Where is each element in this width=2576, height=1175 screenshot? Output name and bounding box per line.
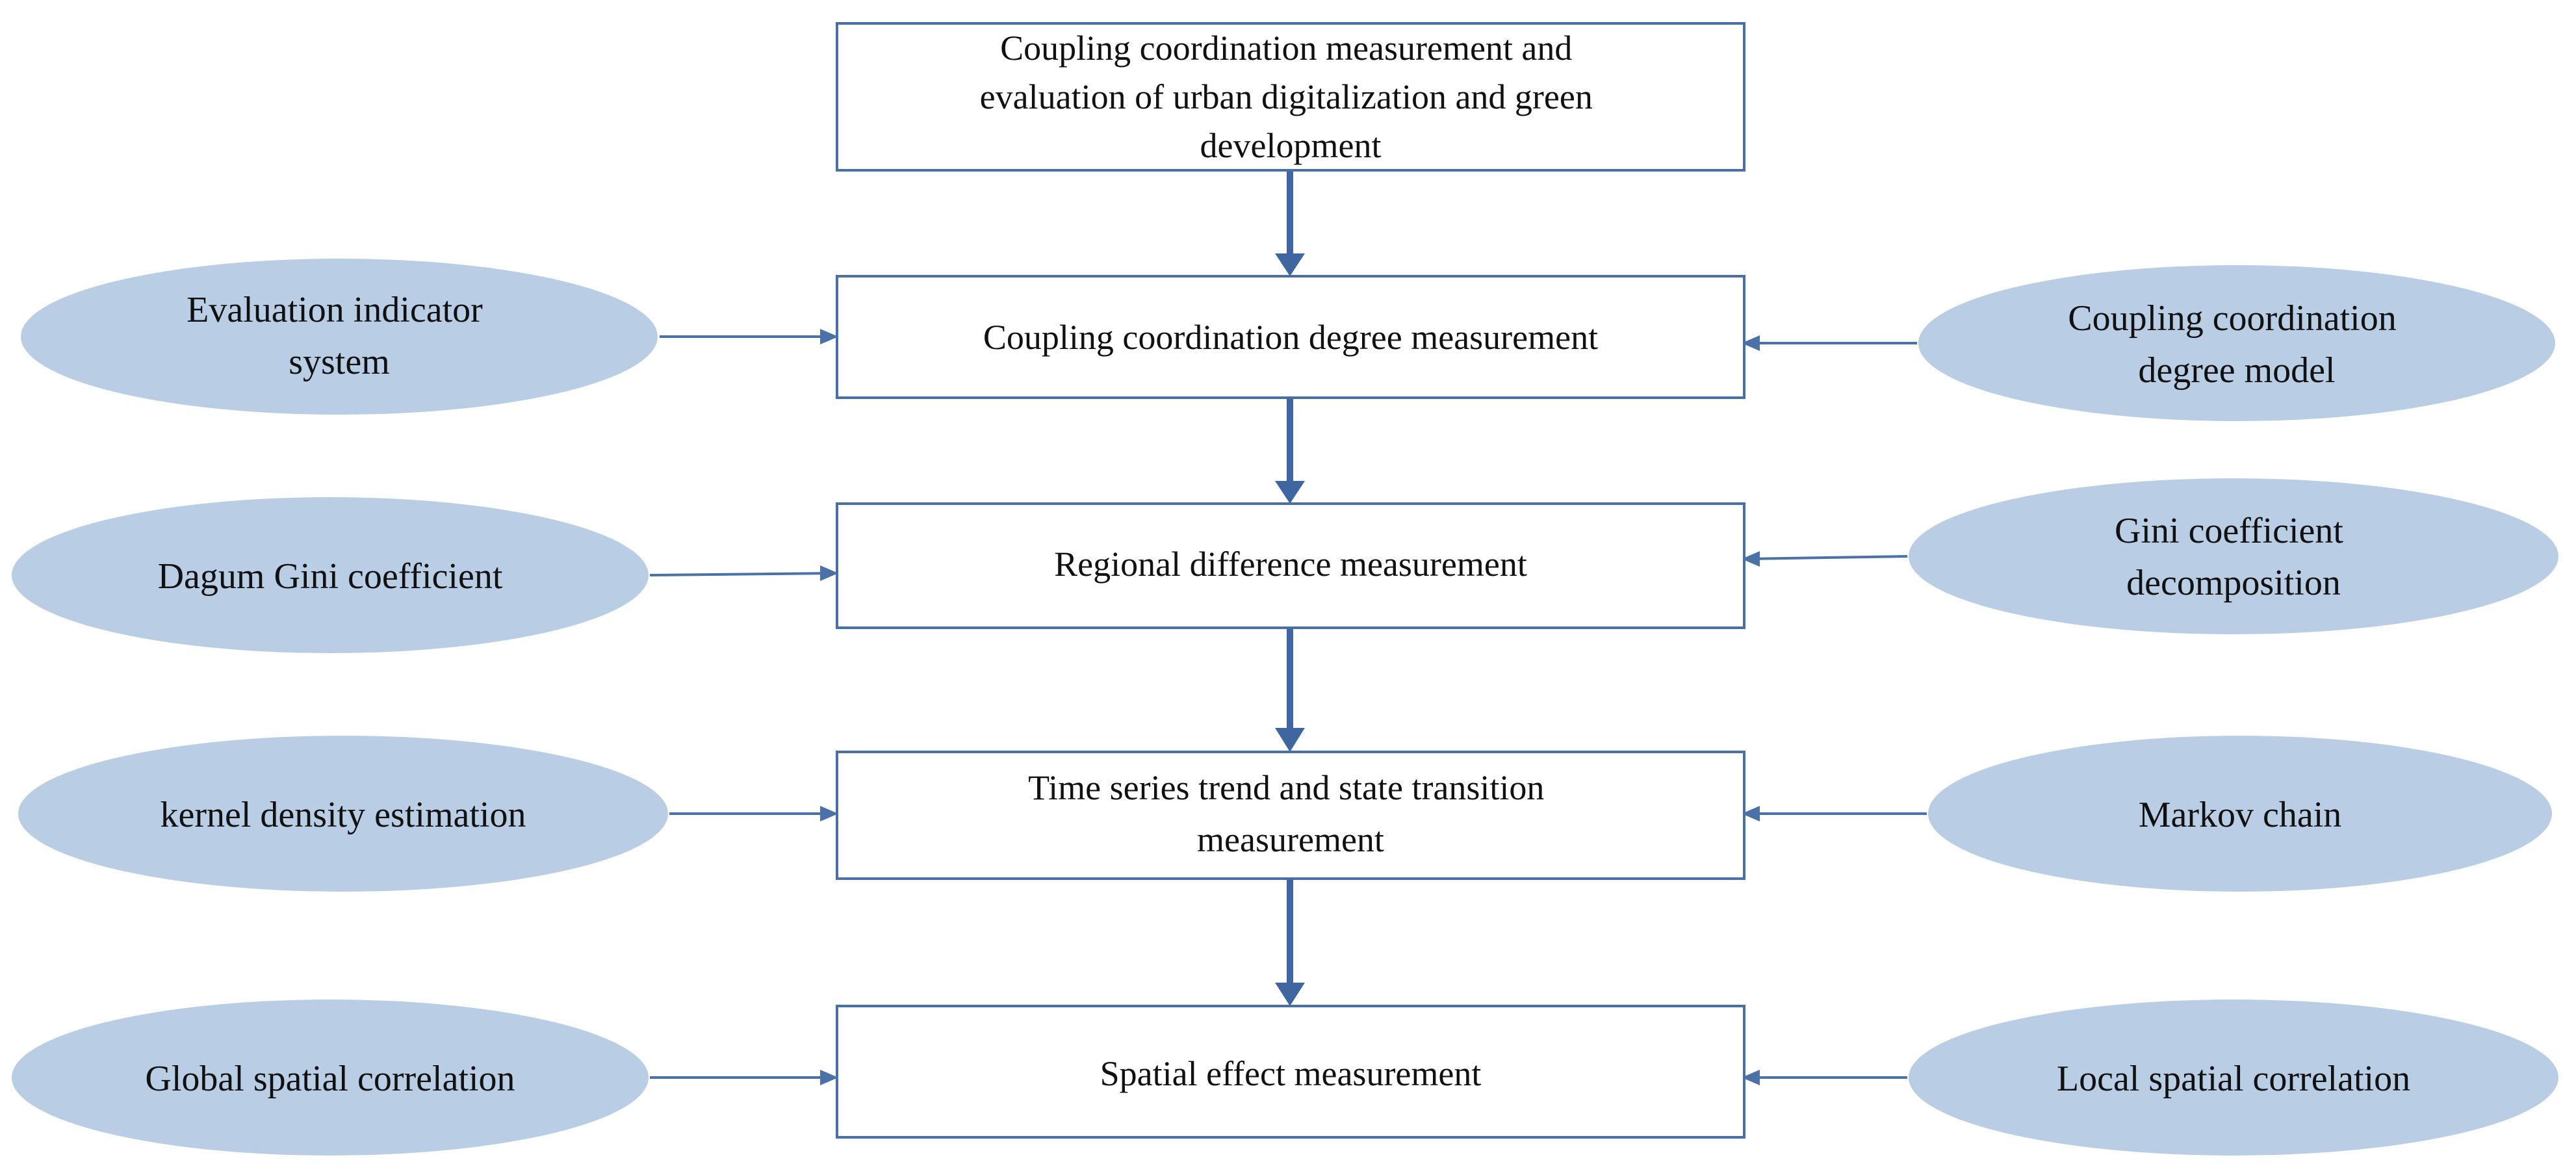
arrowhead-timeseries-to-spatial — [1275, 983, 1305, 1006]
arrowhead-kernel-to-timeseries — [820, 806, 838, 821]
svg-text:Spatial effect measurement: Spatial effect measurement — [1100, 1054, 1482, 1093]
svg-text:Regional difference measuremen: Regional difference measurement — [1054, 545, 1527, 584]
oval-dagum-line-1: Dagum Gini coefficient — [158, 556, 503, 597]
arrowhead-regional-to-timeseries — [1275, 728, 1305, 752]
oval-gini-decomp: Gini coefficient decomposition — [1909, 478, 2558, 634]
svg-text:Gini coefficient decompo: Gini coefficient decomposition — [2115, 511, 2352, 603]
oval-global-line-1: Global spatial correlation — [145, 1059, 515, 1099]
oval-markov-line-1: Markov chain — [2139, 795, 2342, 835]
arrow-dagum-to-regional — [649, 572, 832, 576]
arrowhead-main-to-ccd — [1275, 253, 1305, 276]
arrowhead-ginidecomp-to-regional — [1742, 551, 1760, 567]
oval-ccd-model: Coupling coordination degree model — [1918, 265, 2555, 421]
box-timeseries-frame — [836, 751, 1745, 880]
oval-ccd-model-line-1: Coupling coordination — [2068, 298, 2397, 339]
svg-text:Dagum Gini coefficient: Dagum Gini coefficient — [158, 556, 503, 597]
svg-text:Markov chain: Markov chain — [2139, 795, 2342, 835]
oval-local: Local spatial correlation — [1909, 1000, 2558, 1156]
arrowhead-markov-to-timeseries — [1742, 806, 1760, 821]
box-main-line-1: Coupling coordination measurement and — [1000, 29, 1572, 68]
oval-evaluation-line-2: system — [289, 342, 390, 382]
box-main-frame — [836, 22, 1745, 172]
arrowhead-evaluation-to-ccd — [820, 329, 838, 344]
box-regional-line-1: Regional difference measurement — [1054, 545, 1527, 584]
box-spatial: Spatial effect measurement — [836, 1005, 1745, 1139]
svg-text:Coupling coordination degree m: Coupling coordination degree measurement — [983, 318, 1598, 357]
oval-local-line-1: Local spatial correlation — [2057, 1059, 2410, 1099]
box-timeseries-line-2: measurement — [1197, 820, 1384, 859]
oval-local-shape — [1909, 1000, 2558, 1156]
arrowhead-ccdmodel-to-ccd — [1742, 335, 1760, 351]
oval-gini-decomp-shape — [1909, 478, 2558, 634]
svg-text:kernel density estimation: kernel density estimation — [161, 795, 526, 835]
oval-markov: Markov chain — [1928, 736, 2552, 892]
oval-evaluation: Evaluation indicator system — [21, 259, 658, 415]
svg-text:Local spatial correlation: Local spatial correlation — [2057, 1059, 2410, 1099]
oval-dagum: Dagum Gini coefficient — [12, 497, 649, 653]
oval-global: Global spatial correlation — [12, 1000, 649, 1156]
arrow-ginidecomp-to-regional — [1747, 555, 1908, 560]
oval-evaluation-shape — [21, 259, 658, 415]
oval-kernel-shape — [18, 736, 668, 892]
box-regional: Regional difference measurement — [836, 502, 1745, 629]
box-spatial-line-1: Spatial effect measurement — [1100, 1054, 1482, 1093]
box-ccd-frame — [836, 275, 1745, 399]
box-ccd-line-1: Coupling coordination degree measurement — [983, 318, 1598, 357]
box-main: Coupling coordination measurement and ev… — [836, 22, 1745, 172]
svg-text:Time series trend and state tr: Time series trend and state transition m… — [1028, 768, 1553, 859]
oval-markov-shape — [1928, 736, 2552, 892]
oval-gini-decomp-line-2: decomposition — [2126, 563, 2341, 603]
arrowhead-dagum-to-regional — [820, 565, 838, 581]
oval-ccd-model-line-2: degree model — [2138, 350, 2335, 391]
box-ccd: Coupling coordination degree measurement — [836, 275, 1745, 399]
oval-kernel-line-1: kernel density estimation — [161, 795, 526, 835]
svg-text:Coupling coordination de: Coupling coordination degree model — [2068, 298, 2406, 391]
oval-dagum-shape — [12, 497, 649, 653]
horizontal-arrows — [649, 329, 1927, 1085]
box-timeseries: Time series trend and state transition m… — [836, 751, 1745, 880]
oval-kernel: kernel density estimation — [18, 736, 668, 892]
oval-gini-decomp-line-1: Gini coefficient — [2115, 511, 2343, 551]
box-regional-frame — [836, 502, 1745, 629]
svg-text:Coupling coordination measurem: Coupling coordination measurement and ev… — [980, 29, 1602, 165]
svg-text:Global spatial correlation: Global spatial correlation — [145, 1059, 515, 1099]
box-main-line-2: evaluation of urban digitalization and g… — [980, 77, 1593, 116]
oval-ccd-model-shape — [1918, 265, 2555, 421]
arrowhead-ccd-to-regional — [1275, 481, 1305, 504]
svg-text:Evaluation indicator sys: Evaluation indicator system — [187, 290, 492, 382]
oval-evaluation-line-1: Evaluation indicator — [187, 290, 483, 330]
oval-global-shape — [12, 1000, 649, 1156]
box-timeseries-line-1: Time series trend and state transition — [1028, 768, 1544, 807]
box-spatial-frame — [836, 1005, 1745, 1139]
box-main-line-3: development — [1200, 126, 1382, 165]
arrowhead-global-to-spatial — [820, 1070, 838, 1085]
arrowhead-local-to-spatial — [1742, 1070, 1760, 1085]
vertical-arrows — [1275, 170, 1305, 1006]
